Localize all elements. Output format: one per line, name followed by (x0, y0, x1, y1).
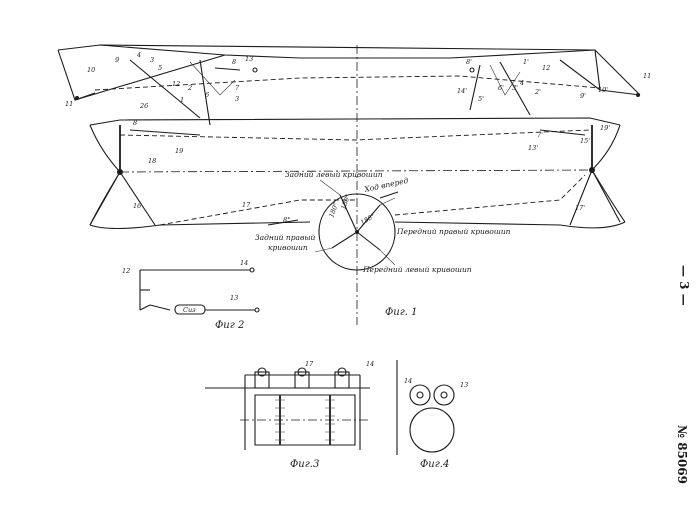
part-number: 1 (180, 96, 184, 104)
part-number: 9' (580, 92, 586, 100)
part-number: 10 (87, 66, 95, 74)
fig2-wiring-diagram: 12 14 13 Сиз (122, 259, 260, 315)
part-number: 7' (537, 131, 543, 139)
patent-number: № 85069 (675, 425, 689, 484)
fig4-caption: Фиг.4 (420, 459, 449, 470)
part-number: 1' (523, 58, 529, 66)
label-front-left-crank: Передний левый кривошип (362, 265, 472, 274)
part-number: 4 (519, 79, 524, 87)
part-number: 6 (205, 91, 209, 99)
label-rear-left-crank: Задний левый кривошип (285, 170, 383, 179)
part-number: 26 (139, 102, 148, 110)
part-number: 2' (534, 88, 541, 96)
fig1-crank-circle (267, 179, 399, 271)
fig2-box-label: Сиз (183, 306, 196, 314)
part-number: 11 (65, 100, 73, 108)
part-number: 6' (498, 84, 504, 92)
angle-label-1: 180° (327, 201, 340, 218)
fig3-assembly: 17 14 (205, 360, 374, 450)
part-number: 8 (232, 58, 236, 66)
part-number: 19' (600, 124, 610, 132)
part-number: 8' (466, 58, 472, 66)
part-number: 14 (366, 360, 374, 368)
fig2-caption: Фиг 2 (215, 320, 244, 331)
angle-label-4: 8° (283, 216, 290, 224)
angle-label-2: 180° (339, 193, 352, 210)
page-number: — 3 — (677, 265, 691, 306)
part-number: 13 (460, 381, 468, 389)
part-number: 9 (115, 56, 119, 64)
part-number: 14' (457, 87, 467, 95)
part-number: 7 (235, 84, 240, 92)
part-number: 13 (245, 55, 253, 63)
part-number: 5 (158, 64, 162, 72)
part-number: 13 (230, 294, 238, 302)
part-number: 12 (122, 267, 130, 275)
part-number: 3 (235, 95, 239, 103)
label-rear-right-crank-1: Задний правый (255, 233, 315, 242)
fig4-cross-section: 14 13 (396, 360, 468, 455)
part-number: 14 (404, 377, 412, 385)
part-number: 13' (528, 144, 538, 152)
part-number: 3 (150, 56, 154, 64)
part-number: 10' (598, 86, 608, 94)
label-front-right-crank: Передний правый кривошип (396, 227, 511, 236)
part-number: 17 (242, 201, 251, 209)
part-number: 8 (133, 119, 137, 127)
part-number: 12 (172, 80, 180, 88)
label-rear-right-crank-2: кривошип (268, 243, 308, 252)
part-number: 16 (133, 202, 141, 210)
fig1-caption: Фиг. 1 (385, 307, 418, 318)
part-number: 14 (240, 259, 248, 267)
part-number: 15' (580, 137, 590, 145)
part-number: 17 (305, 360, 314, 368)
part-number: 4 (136, 51, 141, 59)
part-number: 3' (512, 84, 518, 92)
part-number: 2 (187, 84, 192, 92)
part-number: 19 (175, 147, 183, 155)
angle-label-3: 180° (359, 212, 377, 227)
part-number: 12 (542, 64, 550, 72)
part-number: 11 (643, 72, 651, 80)
part-number: 17' (575, 204, 585, 212)
fig3-caption: Фиг.3 (290, 459, 319, 470)
part-number: 5' (478, 95, 484, 103)
fig1-upper-frame (57, 44, 641, 126)
part-number: 18 (148, 157, 156, 165)
